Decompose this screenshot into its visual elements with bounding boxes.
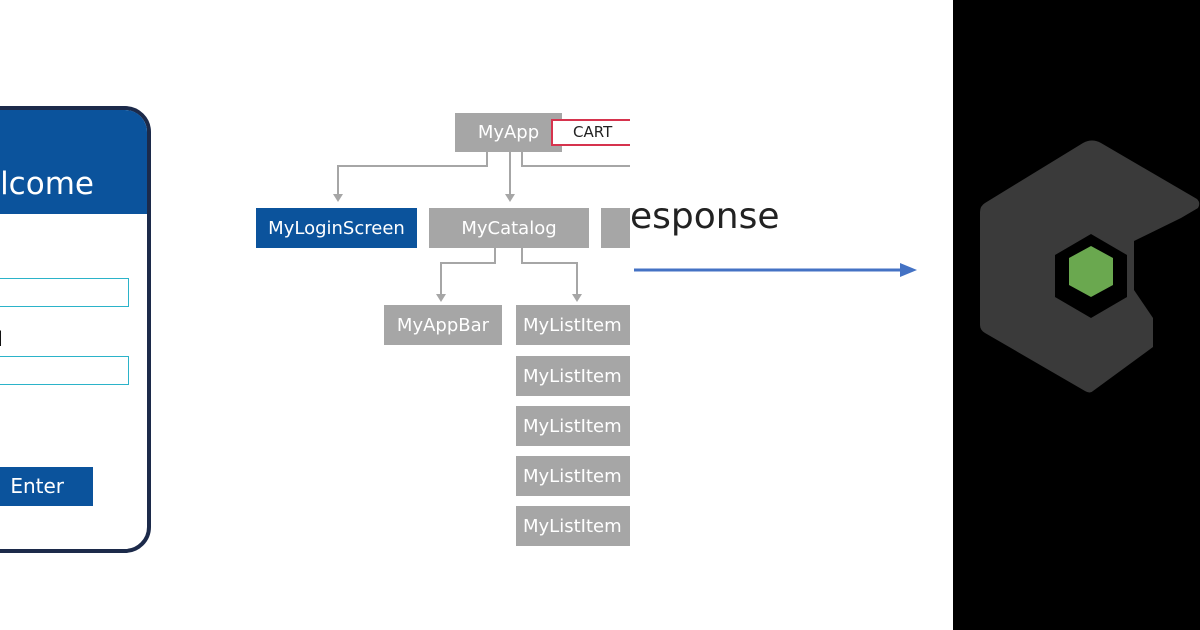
arrowhead-catalog bbox=[505, 194, 515, 202]
tree-connectors bbox=[333, 152, 630, 302]
dark-panel bbox=[953, 0, 1200, 630]
connector-root-right bbox=[521, 152, 630, 167]
connector-catalog-appbar bbox=[440, 248, 496, 296]
arrowhead-appbar bbox=[436, 294, 446, 302]
arrowhead-login bbox=[333, 194, 343, 202]
node-mycatalog: MyCatalog bbox=[429, 208, 589, 248]
node-myloginscreen: MyLoginScreen bbox=[256, 208, 417, 248]
node-cropped-sibling bbox=[601, 208, 630, 248]
arrowhead-list bbox=[572, 294, 582, 302]
node-mylistitem: MyListItem bbox=[516, 305, 630, 345]
response-arrow bbox=[634, 263, 917, 277]
connector-root-login bbox=[337, 152, 488, 196]
hexagon-logo-icon bbox=[980, 140, 1200, 393]
widget-tree-diagram: MyApp CART MyLoginScreen MyCatalog MyApp… bbox=[240, 100, 630, 560]
password-label: ord bbox=[0, 327, 3, 351]
logo-green-hexagon-icon bbox=[1069, 246, 1113, 297]
phone-header: elcome bbox=[0, 110, 147, 214]
node-mylistitem: MyListItem bbox=[516, 506, 630, 546]
node-mylistitem: MyListItem bbox=[516, 456, 630, 496]
response-label: esponse bbox=[630, 196, 780, 237]
node-mylistitem: MyListItem bbox=[516, 406, 630, 446]
connector-catalog-list bbox=[521, 248, 578, 296]
welcome-title: elcome bbox=[0, 166, 94, 202]
node-myappbar: MyAppBar bbox=[384, 305, 502, 345]
node-myapp: MyApp bbox=[455, 113, 562, 152]
node-cart: CART bbox=[551, 119, 630, 146]
enter-button[interactable]: Enter bbox=[0, 467, 93, 506]
login-phone-mockup: elcome ord Enter bbox=[0, 106, 151, 553]
arrow-head-icon bbox=[900, 263, 917, 277]
node-mylistitem: MyListItem bbox=[516, 356, 630, 396]
password-field[interactable] bbox=[0, 356, 129, 385]
username-field[interactable] bbox=[0, 278, 129, 307]
